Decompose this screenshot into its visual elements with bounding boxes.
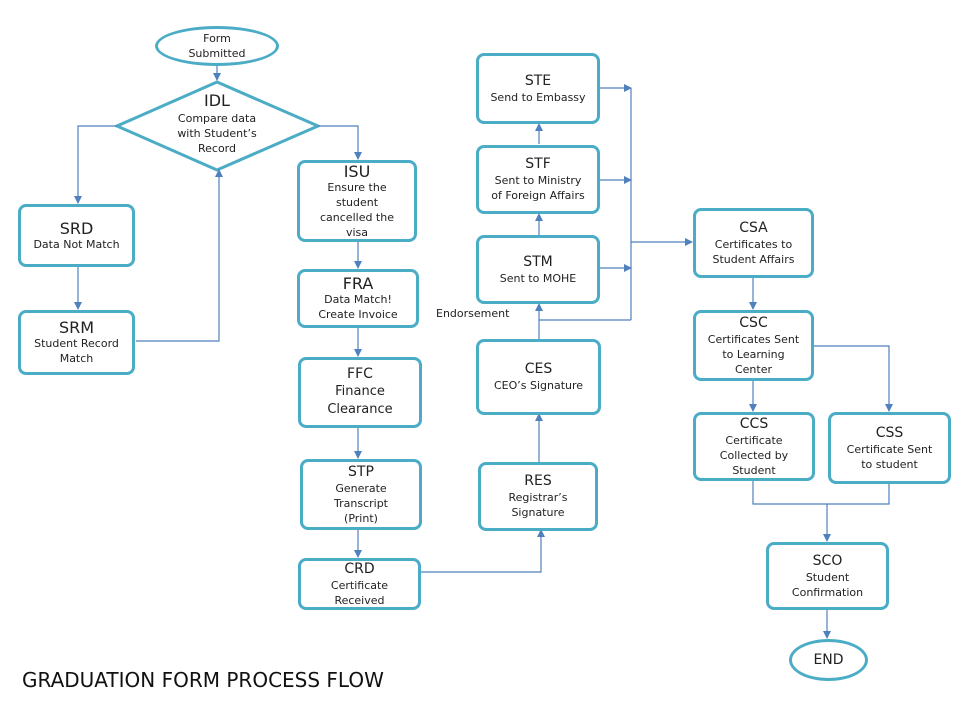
- idl-code: IDL: [204, 91, 230, 110]
- ces-code: CES: [524, 361, 553, 377]
- ccs-code: CCS: [739, 415, 769, 432]
- end-code: END: [813, 651, 844, 668]
- arrow-idl-to-srd: [74, 125, 117, 204]
- ste-desc: Send to Embassy: [490, 90, 586, 104]
- css-code: CSS: [875, 424, 904, 441]
- res-desc: Registrar’s Signature: [508, 491, 568, 519]
- srm-code: SRM: [58, 318, 95, 337]
- css-desc: Certificate Sent to student: [846, 442, 933, 471]
- res-code: RES: [524, 473, 552, 489]
- srd-desc: Data Not Match: [33, 237, 120, 251]
- ffc-code: FFC: [347, 366, 373, 382]
- csa-code: CSA: [739, 219, 768, 236]
- sco-node: SCO Student Confirmation: [766, 542, 889, 610]
- end-node: END: [789, 639, 868, 681]
- sco-desc: Student Confirmation: [791, 570, 864, 599]
- stf-desc: Sent to Ministry of Foreign Affairs: [491, 174, 585, 202]
- ces-node: CES CEO’s Signature: [476, 339, 601, 415]
- stm-code: STM: [523, 253, 553, 270]
- csa-desc: Certificates to Student Affairs: [712, 237, 795, 266]
- ste-code: STE: [524, 72, 552, 89]
- csc-node: CSC Certificates Sent to Learning Center: [693, 310, 814, 381]
- idl-desc: Compare data with Student’s Record: [177, 112, 257, 155]
- ccs-desc: Certificate Collected by Student: [719, 433, 789, 477]
- stp-desc: Generate Transcript (Print): [334, 481, 388, 525]
- css-node: CSS Certificate Sent to student: [828, 412, 951, 484]
- isu-code: ISU: [343, 161, 371, 181]
- stp-code: STP: [348, 463, 374, 480]
- srd-node: SRD Data Not Match: [18, 204, 135, 267]
- res-node: RES Registrar’s Signature: [478, 462, 598, 531]
- fra-node: FRA Data Match! Create Invoice: [297, 269, 419, 328]
- ces-desc: CEO’s Signature: [493, 379, 584, 392]
- stm-node: STM Sent to MOHE: [476, 235, 600, 304]
- fra-code: FRA: [342, 274, 374, 293]
- crd-code: CRD: [344, 560, 375, 577]
- csc-desc: Certificates Sent to Learning Center: [707, 332, 800, 376]
- stf-code: STF: [525, 156, 551, 172]
- stp-node: STP Generate Transcript (Print): [300, 459, 422, 530]
- sco-code: SCO: [812, 552, 843, 569]
- fra-desc: Data Match! Create Invoice: [318, 293, 398, 321]
- isu-desc: Ensure the student cancelled the visa: [320, 180, 394, 239]
- merge-css: [827, 484, 890, 505]
- arrow-csc-to-css: [814, 345, 893, 412]
- idl-node: IDL Compare data with Student’s Record: [157, 91, 277, 156]
- ccs-node: CCS Certificate Collected by Student: [693, 412, 815, 481]
- start-node: Form Submitted: [155, 26, 279, 66]
- ffc-node: FFC Finance Clearance: [298, 357, 422, 428]
- ffc-desc: Finance Clearance: [327, 384, 393, 417]
- stm-desc: Sent to MOHE: [499, 271, 577, 285]
- crd-desc: Certificate Received: [330, 578, 389, 607]
- endorsement-label: Endorsement: [436, 307, 510, 320]
- start-label: Form Submitted: [188, 32, 246, 60]
- csc-code: CSC: [739, 314, 768, 331]
- srm-desc: Student Record Match: [34, 337, 119, 365]
- arrow-srm-to-idl: [136, 169, 223, 342]
- crd-node: CRD Certificate Received: [298, 558, 421, 610]
- isu-node: ISU Ensure the student cancelled the vis…: [297, 160, 417, 242]
- srd-code: SRD: [59, 218, 94, 238]
- merge-ccs: [752, 481, 827, 505]
- arrow-crd-to-res: [421, 529, 545, 573]
- csa-node: CSA Certificates to Student Affairs: [693, 208, 814, 278]
- ste-node: STE Send to Embassy: [476, 53, 600, 124]
- srm-node: SRM Student Record Match: [18, 310, 135, 375]
- diagram-title: GRADUATION FORM PROCESS FLOW: [22, 668, 384, 692]
- stf-node: STF Sent to Ministry of Foreign Affairs: [476, 145, 600, 214]
- arrow-idl-to-isu: [318, 125, 362, 160]
